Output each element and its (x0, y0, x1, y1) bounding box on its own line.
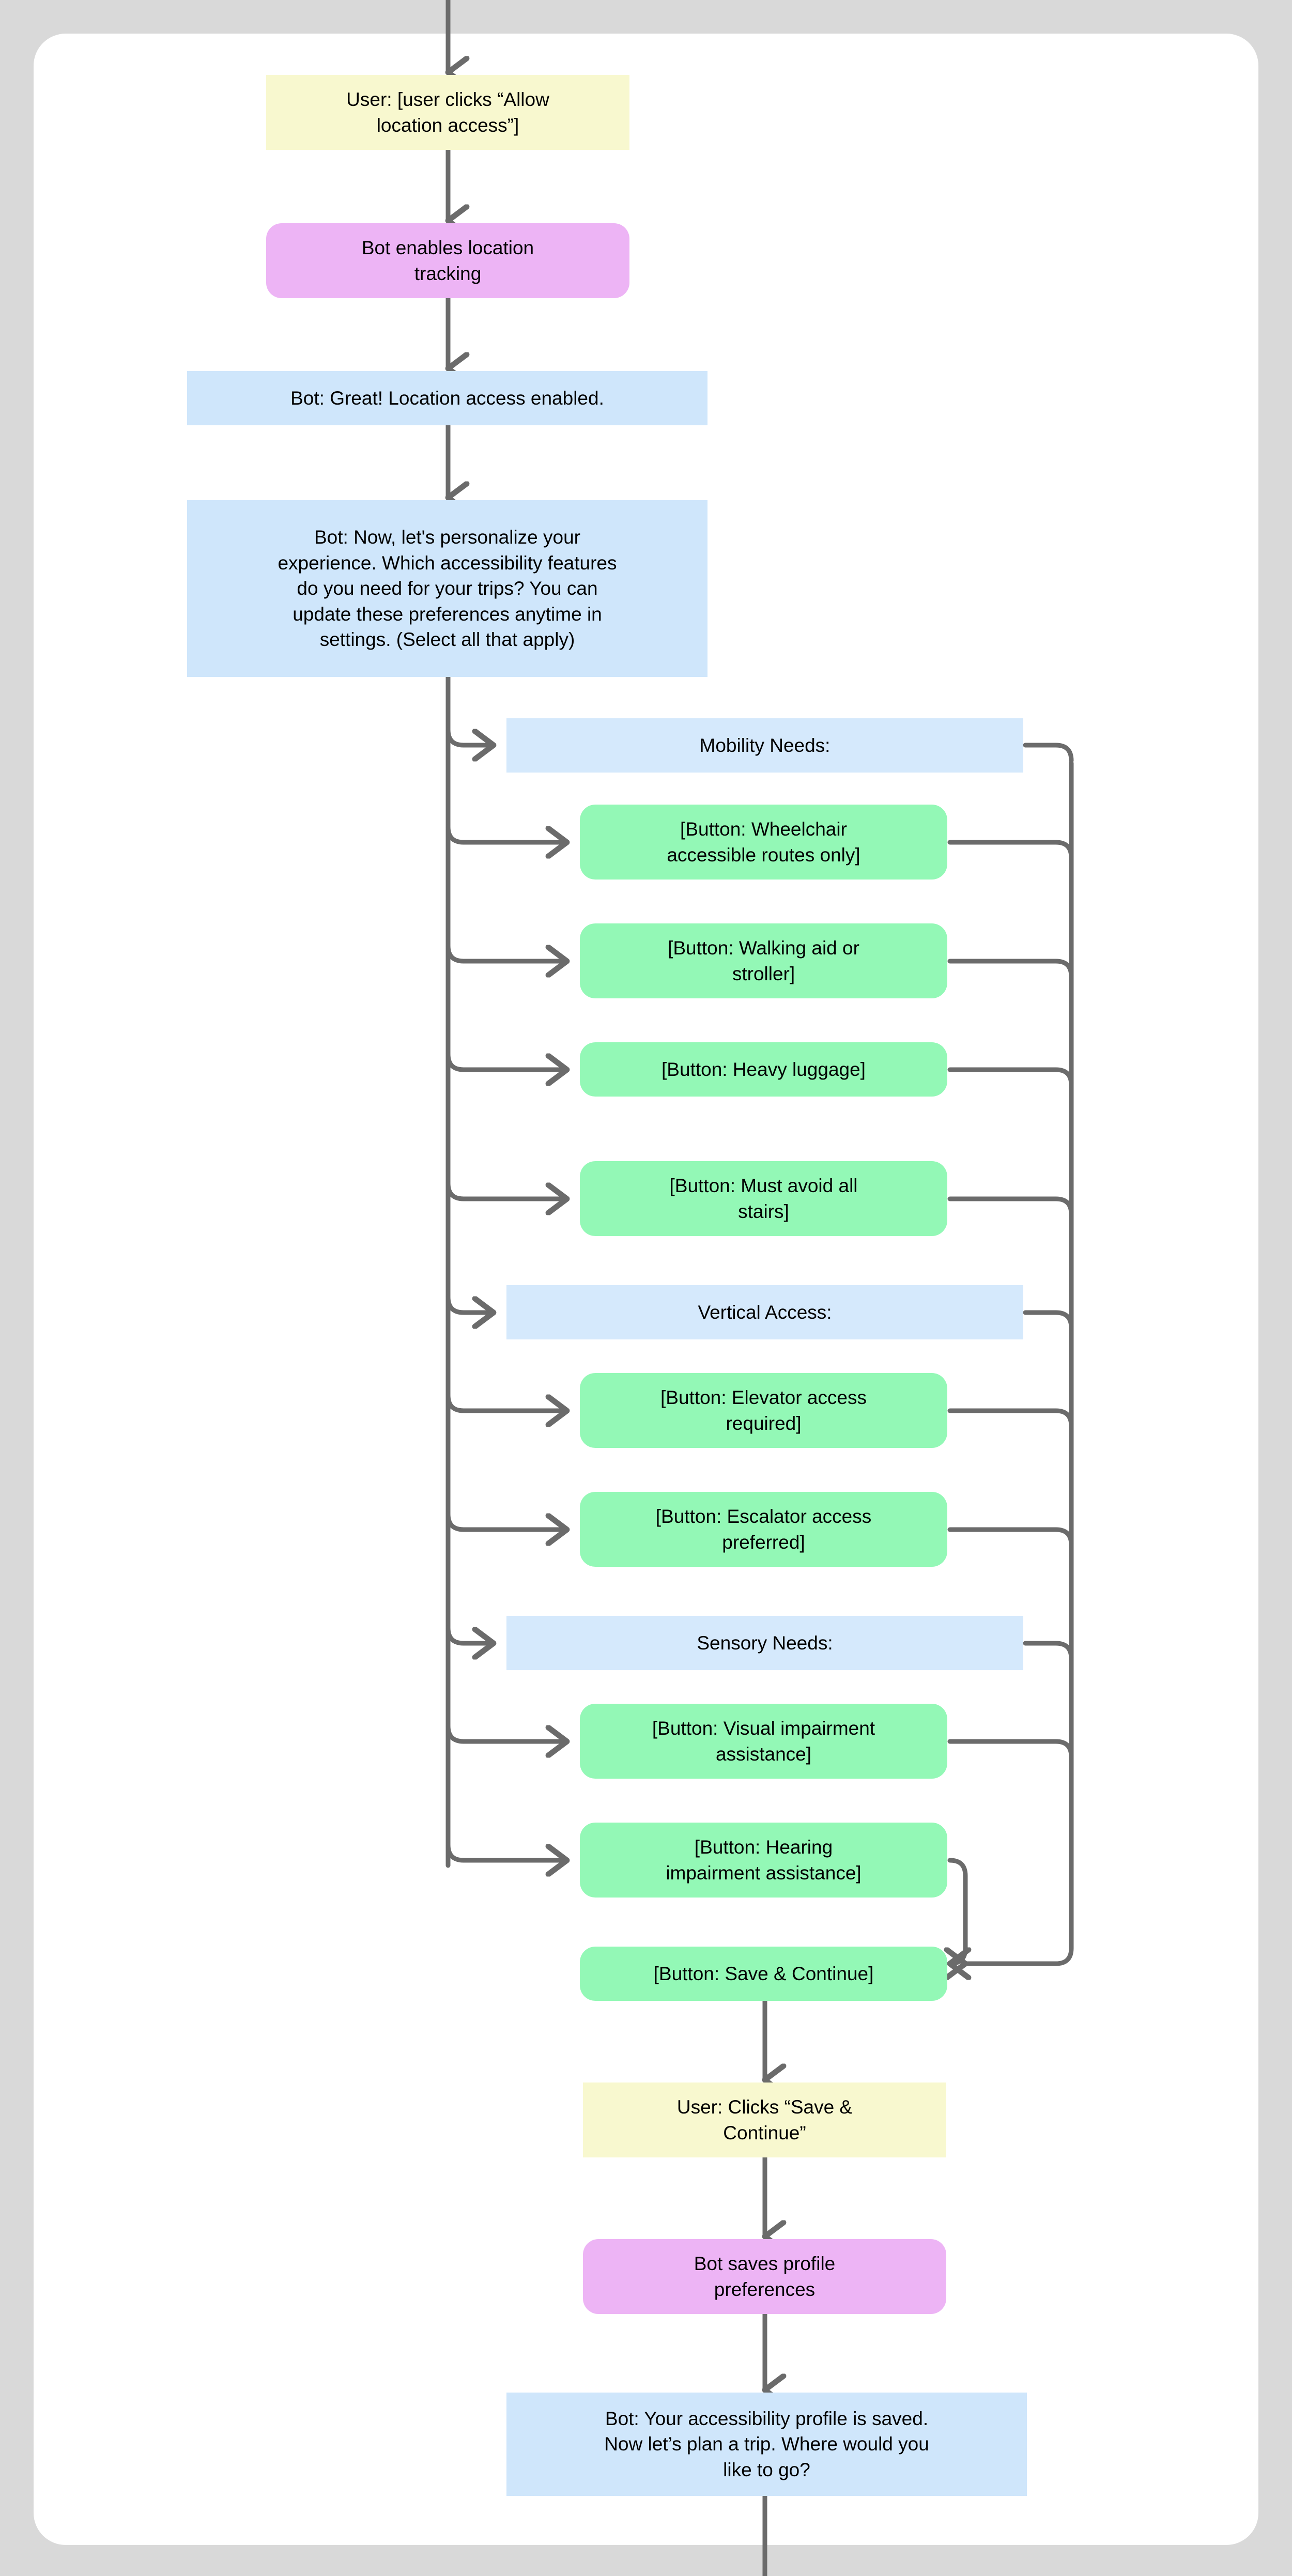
edge-vertical-header-to-save (1023, 1310, 1074, 1331)
button-walking-aid-stroller[interactable]: [Button: Walking aid or stroller] (580, 923, 947, 998)
edge-fan-to-button-visual (445, 1723, 567, 1741)
node-bot-profile-saved: Bot: Your accessibility profile is saved… (506, 2393, 1027, 2496)
node-user-clicks-save[interactable]: User: Clicks “Save & Continue” (583, 2083, 946, 2157)
section-header-mobility-needs: Mobility Needs: (506, 718, 1023, 773)
button-visual-impairment[interactable]: [Button: Visual impairment assistance] (580, 1704, 947, 1779)
edge-walking-aid-to-save (947, 959, 1074, 979)
edge-fan-to-button-hearing (445, 1842, 567, 1860)
node-bot-saves-preferences: Bot saves profile preferences (583, 2239, 946, 2314)
section-header-sensory-needs: Sensory Needs: (506, 1616, 1023, 1670)
edge-escalator-to-save (947, 1527, 1074, 1548)
button-must-avoid-stairs[interactable]: [Button: Must avoid all stairs] (580, 1161, 947, 1236)
button-wheelchair-routes[interactable]: [Button: Wheelchair accessible routes on… (580, 805, 947, 880)
edge-mobility-header-to-save (1023, 743, 1074, 763)
edge-fan-to-button-wheelchair (445, 824, 567, 842)
button-elevator-access[interactable]: [Button: Elevator access required] (580, 1373, 947, 1448)
button-save-and-continue[interactable]: [Button: Save & Continue] (580, 1947, 947, 2001)
edge-heavy-luggage-to-save (947, 1067, 1074, 1088)
collector-rail (965, 761, 1074, 1964)
button-heavy-luggage[interactable]: [Button: Heavy luggage] (580, 1042, 947, 1097)
edge-fan-to-vertical-header (445, 1294, 494, 1313)
edge-fan-to-mobility-header (445, 727, 494, 745)
edge-avoid-stairs-to-save (947, 1196, 1074, 1217)
section-header-vertical-access: Vertical Access: (506, 1285, 1023, 1339)
node-bot-location-enabled: Bot: Great! Location access enabled. (187, 371, 707, 425)
edge-fan-to-button-elevator (445, 1393, 567, 1411)
edge-wheelchair-to-save (947, 840, 1074, 860)
node-bot-enables-location: Bot enables location tracking (266, 223, 629, 298)
edge-elevator-to-save (947, 1408, 1074, 1429)
button-hearing-impairment[interactable]: [Button: Hearing impairment assistance] (580, 1823, 947, 1898)
edge-hearing-to-save (950, 1858, 968, 1964)
edge-fan-to-button-escalator (445, 1511, 567, 1530)
button-escalator-access[interactable]: [Button: Escalator access preferred] (580, 1492, 947, 1567)
edge-fan-to-button-walking-aid (445, 943, 567, 961)
edge-fan-to-button-heavy-luggage (445, 1052, 567, 1070)
edge-fan-to-sensory-header (445, 1625, 494, 1643)
node-bot-personalize-prompt: Bot: Now, let's personalize your experie… (187, 500, 707, 677)
edge-visual-to-save (947, 1739, 1074, 1760)
edge-fan-to-button-avoid-stairs (445, 1181, 567, 1199)
edge-sensory-header-to-save (1023, 1641, 1074, 1661)
node-user-allow-location[interactable]: User: [user clicks “Allow location acces… (266, 75, 629, 150)
